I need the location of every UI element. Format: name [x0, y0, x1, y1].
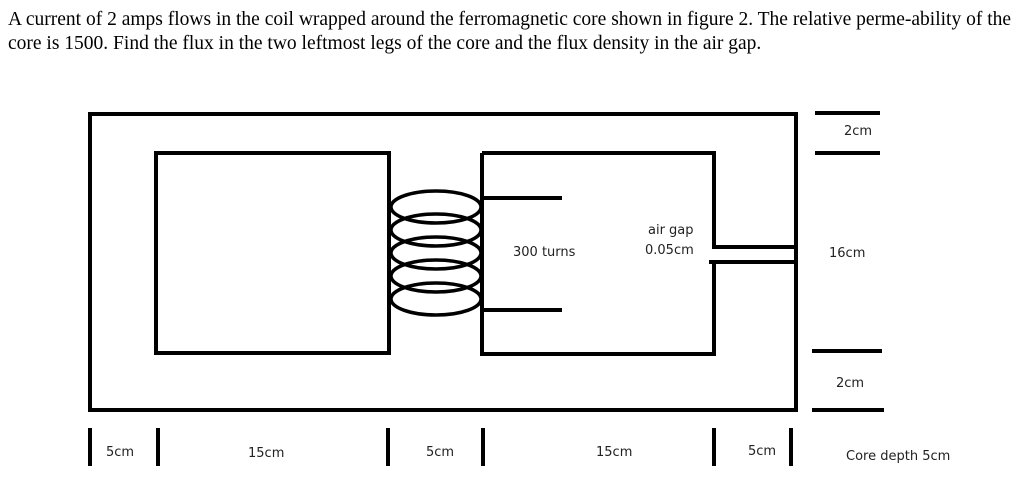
core-depth-label: Core depth 5cm: [846, 449, 950, 464]
dim-right-bottom-label: 2cm: [836, 376, 864, 391]
coil-windings: [389, 189, 483, 317]
dim-bottom-label-3: 5cm: [426, 445, 454, 460]
coil-turns-label: 300 turns: [513, 245, 576, 260]
dim-bottom-label-5: 5cm: [748, 444, 776, 459]
core-left-window: [154, 151, 391, 355]
air-gap-label: air gap: [648, 223, 694, 238]
problem-statement: A current of 2 amps flows in the coil wr…: [8, 9, 1012, 54]
right-window-upper: [482, 151, 796, 249]
dim-right-mid-label: 16cm: [829, 246, 865, 261]
dim-bottom-label-4: 15cm: [596, 445, 632, 460]
dim-right-top-label: 2cm: [844, 124, 872, 139]
dim-bottom-label-2: 15cm: [248, 446, 284, 461]
dim-bottom-label-1: 5cm: [106, 445, 134, 460]
right-window-lower: [480, 153, 796, 356]
core-outer-boundary: [88, 112, 798, 412]
air-gap-length-label: 0.05cm: [645, 243, 694, 258]
dim-bottom-ticks: [88, 428, 793, 466]
